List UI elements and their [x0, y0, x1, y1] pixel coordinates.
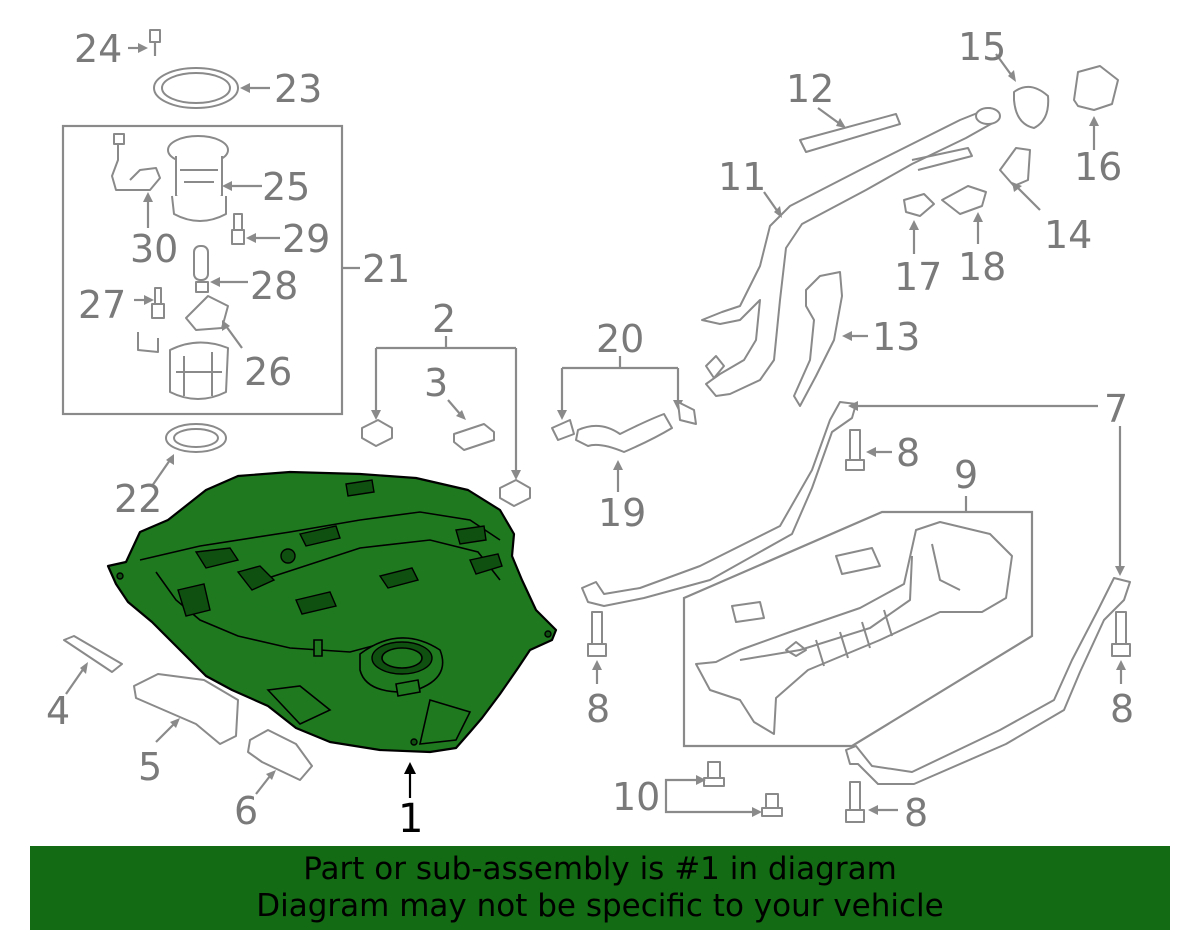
callout-3: 3	[424, 361, 448, 405]
callout-17: 17	[894, 255, 942, 299]
callout-5: 5	[138, 745, 162, 789]
callout-20: 20	[596, 317, 644, 361]
callout-8-top: 8	[896, 431, 920, 475]
callout-30: 30	[130, 227, 178, 271]
pad-group: 2 3	[361, 297, 531, 507]
callout-1: 1	[398, 796, 423, 842]
info-banner: Part or sub-assembly is #1 in diagram Di…	[30, 846, 1170, 930]
callout-22: 22	[114, 477, 162, 521]
callout-14: 14	[1044, 213, 1092, 257]
callout-4: 4	[46, 689, 70, 733]
callout-8-left: 8	[586, 687, 610, 731]
callout-26: 26	[244, 350, 292, 394]
protector-group: 4 5 6	[46, 635, 313, 833]
callout-6: 6	[234, 789, 258, 833]
bolt-icon: 8	[1110, 611, 1134, 731]
heat-insulator-group: 9	[682, 453, 1034, 748]
callout-18: 18	[958, 245, 1006, 289]
callout-12: 12	[786, 67, 834, 111]
callout-2: 2	[432, 297, 456, 341]
fuel-pump-assembly-group: 25 30 29 28 27 26 21	[61, 124, 410, 416]
fuel-tank: 1	[106, 470, 558, 842]
callout-8-bottom: 8	[904, 791, 928, 835]
callout-23: 23	[274, 67, 322, 111]
banner-line-1: Part or sub-assembly is #1 in diagram	[303, 851, 897, 887]
callout-27: 27	[78, 283, 126, 327]
callout-9: 9	[954, 453, 978, 497]
strap-group: 7 8 8 8 8	[581, 387, 1134, 835]
callout-7: 7	[1104, 387, 1128, 431]
callout-16: 16	[1074, 145, 1122, 189]
bolt-icon: 8	[586, 611, 610, 731]
callout-28: 28	[250, 264, 298, 308]
bolt-icon: 8	[845, 429, 920, 475]
lock-ring-group: 24 23 22	[74, 27, 322, 521]
callout-19: 19	[598, 491, 646, 535]
callout-29: 29	[282, 217, 330, 261]
callout-24: 24	[74, 27, 122, 71]
callout-11: 11	[718, 155, 766, 199]
banner-line-2: Diagram may not be specific to your vehi…	[256, 888, 944, 924]
callout-21: 21	[362, 247, 410, 291]
callout-13: 13	[872, 315, 920, 359]
callout-10: 10	[612, 775, 660, 819]
callout-8-right: 8	[1110, 687, 1134, 731]
callout-15: 15	[958, 25, 1006, 69]
bolt-icon: 8	[845, 781, 928, 835]
hose-group: 20 19	[551, 317, 697, 535]
callout-25: 25	[262, 165, 310, 209]
fastener-group: 10	[612, 761, 783, 819]
filler-pipe-group: 11 12 15 16 14 17 18 13	[701, 25, 1122, 407]
